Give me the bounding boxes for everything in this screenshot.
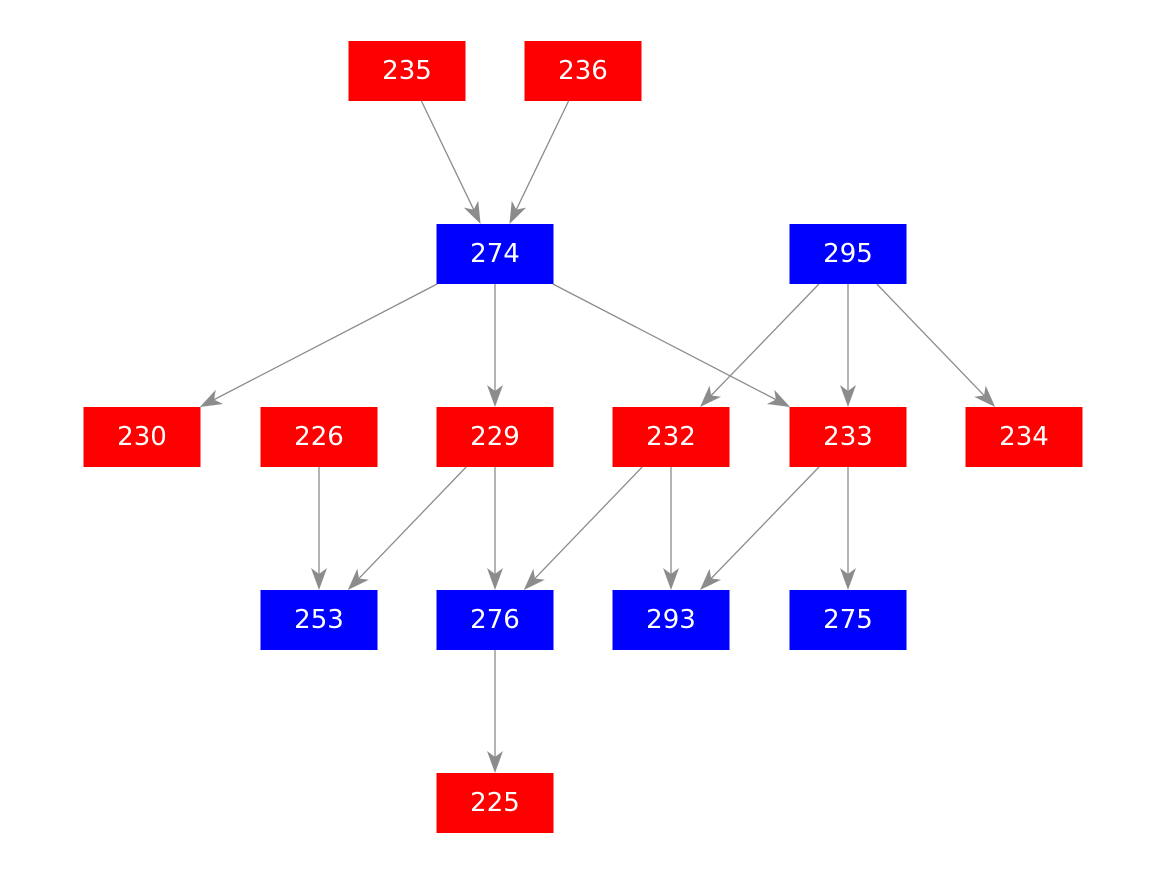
node-293[interactable]: 293: [612, 590, 730, 650]
edge-295-to-233: [840, 284, 856, 407]
node-box[interactable]: [348, 41, 466, 101]
node-253[interactable]: 253: [260, 590, 378, 650]
node-label: 233: [823, 422, 873, 452]
edge-229-to-253: [347, 466, 467, 590]
node-label: 236: [558, 56, 608, 86]
node-box[interactable]: [789, 590, 907, 650]
node-label: 234: [999, 422, 1049, 452]
arrowhead-icon: [840, 385, 856, 407]
node-label: 232: [646, 422, 696, 452]
arrowhead-icon: [663, 568, 679, 590]
edge-line: [552, 283, 777, 401]
edge-232-to-293: [663, 467, 679, 590]
node-box[interactable]: [436, 224, 554, 284]
edge-line: [358, 466, 467, 579]
arrowhead-icon: [311, 568, 327, 590]
node-236[interactable]: 236: [524, 41, 642, 101]
edge-232-to-276: [523, 466, 643, 590]
node-label: 226: [294, 422, 344, 452]
arrowhead-icon: [700, 568, 722, 590]
edge-274-to-229: [487, 284, 503, 407]
node-label: 230: [117, 422, 167, 452]
node-box[interactable]: [612, 407, 730, 467]
edge-line: [534, 466, 643, 579]
node-label: 229: [470, 422, 520, 452]
node-274[interactable]: 274: [436, 224, 554, 284]
edge-274-to-233: [552, 283, 791, 407]
node-box[interactable]: [612, 590, 730, 650]
node-233[interactable]: 233: [789, 407, 907, 467]
node-230[interactable]: 230: [83, 407, 201, 467]
edge-295-to-232: [700, 283, 820, 407]
node-234[interactable]: 234: [965, 407, 1083, 467]
arrowhead-icon: [199, 389, 224, 407]
arrowhead-icon: [840, 568, 856, 590]
arrowhead-icon: [463, 200, 481, 224]
node-label: 275: [823, 605, 873, 635]
node-235[interactable]: 235: [348, 41, 466, 101]
edge-line: [420, 100, 475, 210]
arrowhead-icon: [487, 568, 503, 590]
arrowhead-icon: [523, 568, 545, 590]
arrowhead-icon: [766, 389, 791, 407]
edge-233-to-293: [700, 466, 820, 590]
edge-226-to-253: [311, 467, 327, 590]
edge-274-to-230: [199, 283, 438, 407]
node-225[interactable]: 225: [436, 773, 554, 833]
edge-276-to-225: [487, 650, 503, 773]
edge-229-to-276: [487, 467, 503, 590]
arrowhead-icon: [487, 385, 503, 407]
arrowhead-icon: [974, 385, 996, 407]
node-box[interactable]: [524, 41, 642, 101]
node-label: 225: [470, 788, 520, 818]
arrowhead-icon: [487, 751, 503, 773]
edge-line: [515, 100, 570, 210]
node-276[interactable]: 276: [436, 590, 554, 650]
edge-line: [876, 283, 985, 396]
node-label: 235: [382, 56, 432, 86]
edge-line: [710, 466, 820, 579]
arrowhead-icon: [509, 200, 527, 224]
node-label: 276: [470, 605, 520, 635]
edge-236-to-274: [509, 100, 570, 224]
edge-235-to-274: [420, 100, 481, 224]
node-275[interactable]: 275: [789, 590, 907, 650]
node-box[interactable]: [789, 407, 907, 467]
node-232[interactable]: 232: [612, 407, 730, 467]
arrowhead-icon: [700, 385, 722, 407]
edge-line: [710, 283, 820, 396]
edges-layer: [199, 100, 996, 773]
node-box[interactable]: [260, 407, 378, 467]
arrowhead-icon: [347, 568, 369, 590]
node-box[interactable]: [436, 407, 554, 467]
node-box[interactable]: [789, 224, 907, 284]
node-229[interactable]: 229: [436, 407, 554, 467]
node-295[interactable]: 295: [789, 224, 907, 284]
node-box[interactable]: [436, 773, 554, 833]
nodes-layer: 235 236 274 295 230 226 229 232 233 234 253 276 293 2…: [83, 41, 1083, 833]
edge-line: [213, 283, 438, 401]
node-226[interactable]: 226: [260, 407, 378, 467]
node-box[interactable]: [436, 590, 554, 650]
edge-295-to-234: [876, 283, 996, 407]
node-label: 253: [294, 605, 344, 635]
node-label: 274: [470, 239, 520, 269]
node-box[interactable]: [260, 590, 378, 650]
node-label: 295: [823, 239, 873, 269]
edge-233-to-275: [840, 467, 856, 590]
node-box[interactable]: [965, 407, 1083, 467]
node-box[interactable]: [83, 407, 201, 467]
node-label: 293: [646, 605, 696, 635]
